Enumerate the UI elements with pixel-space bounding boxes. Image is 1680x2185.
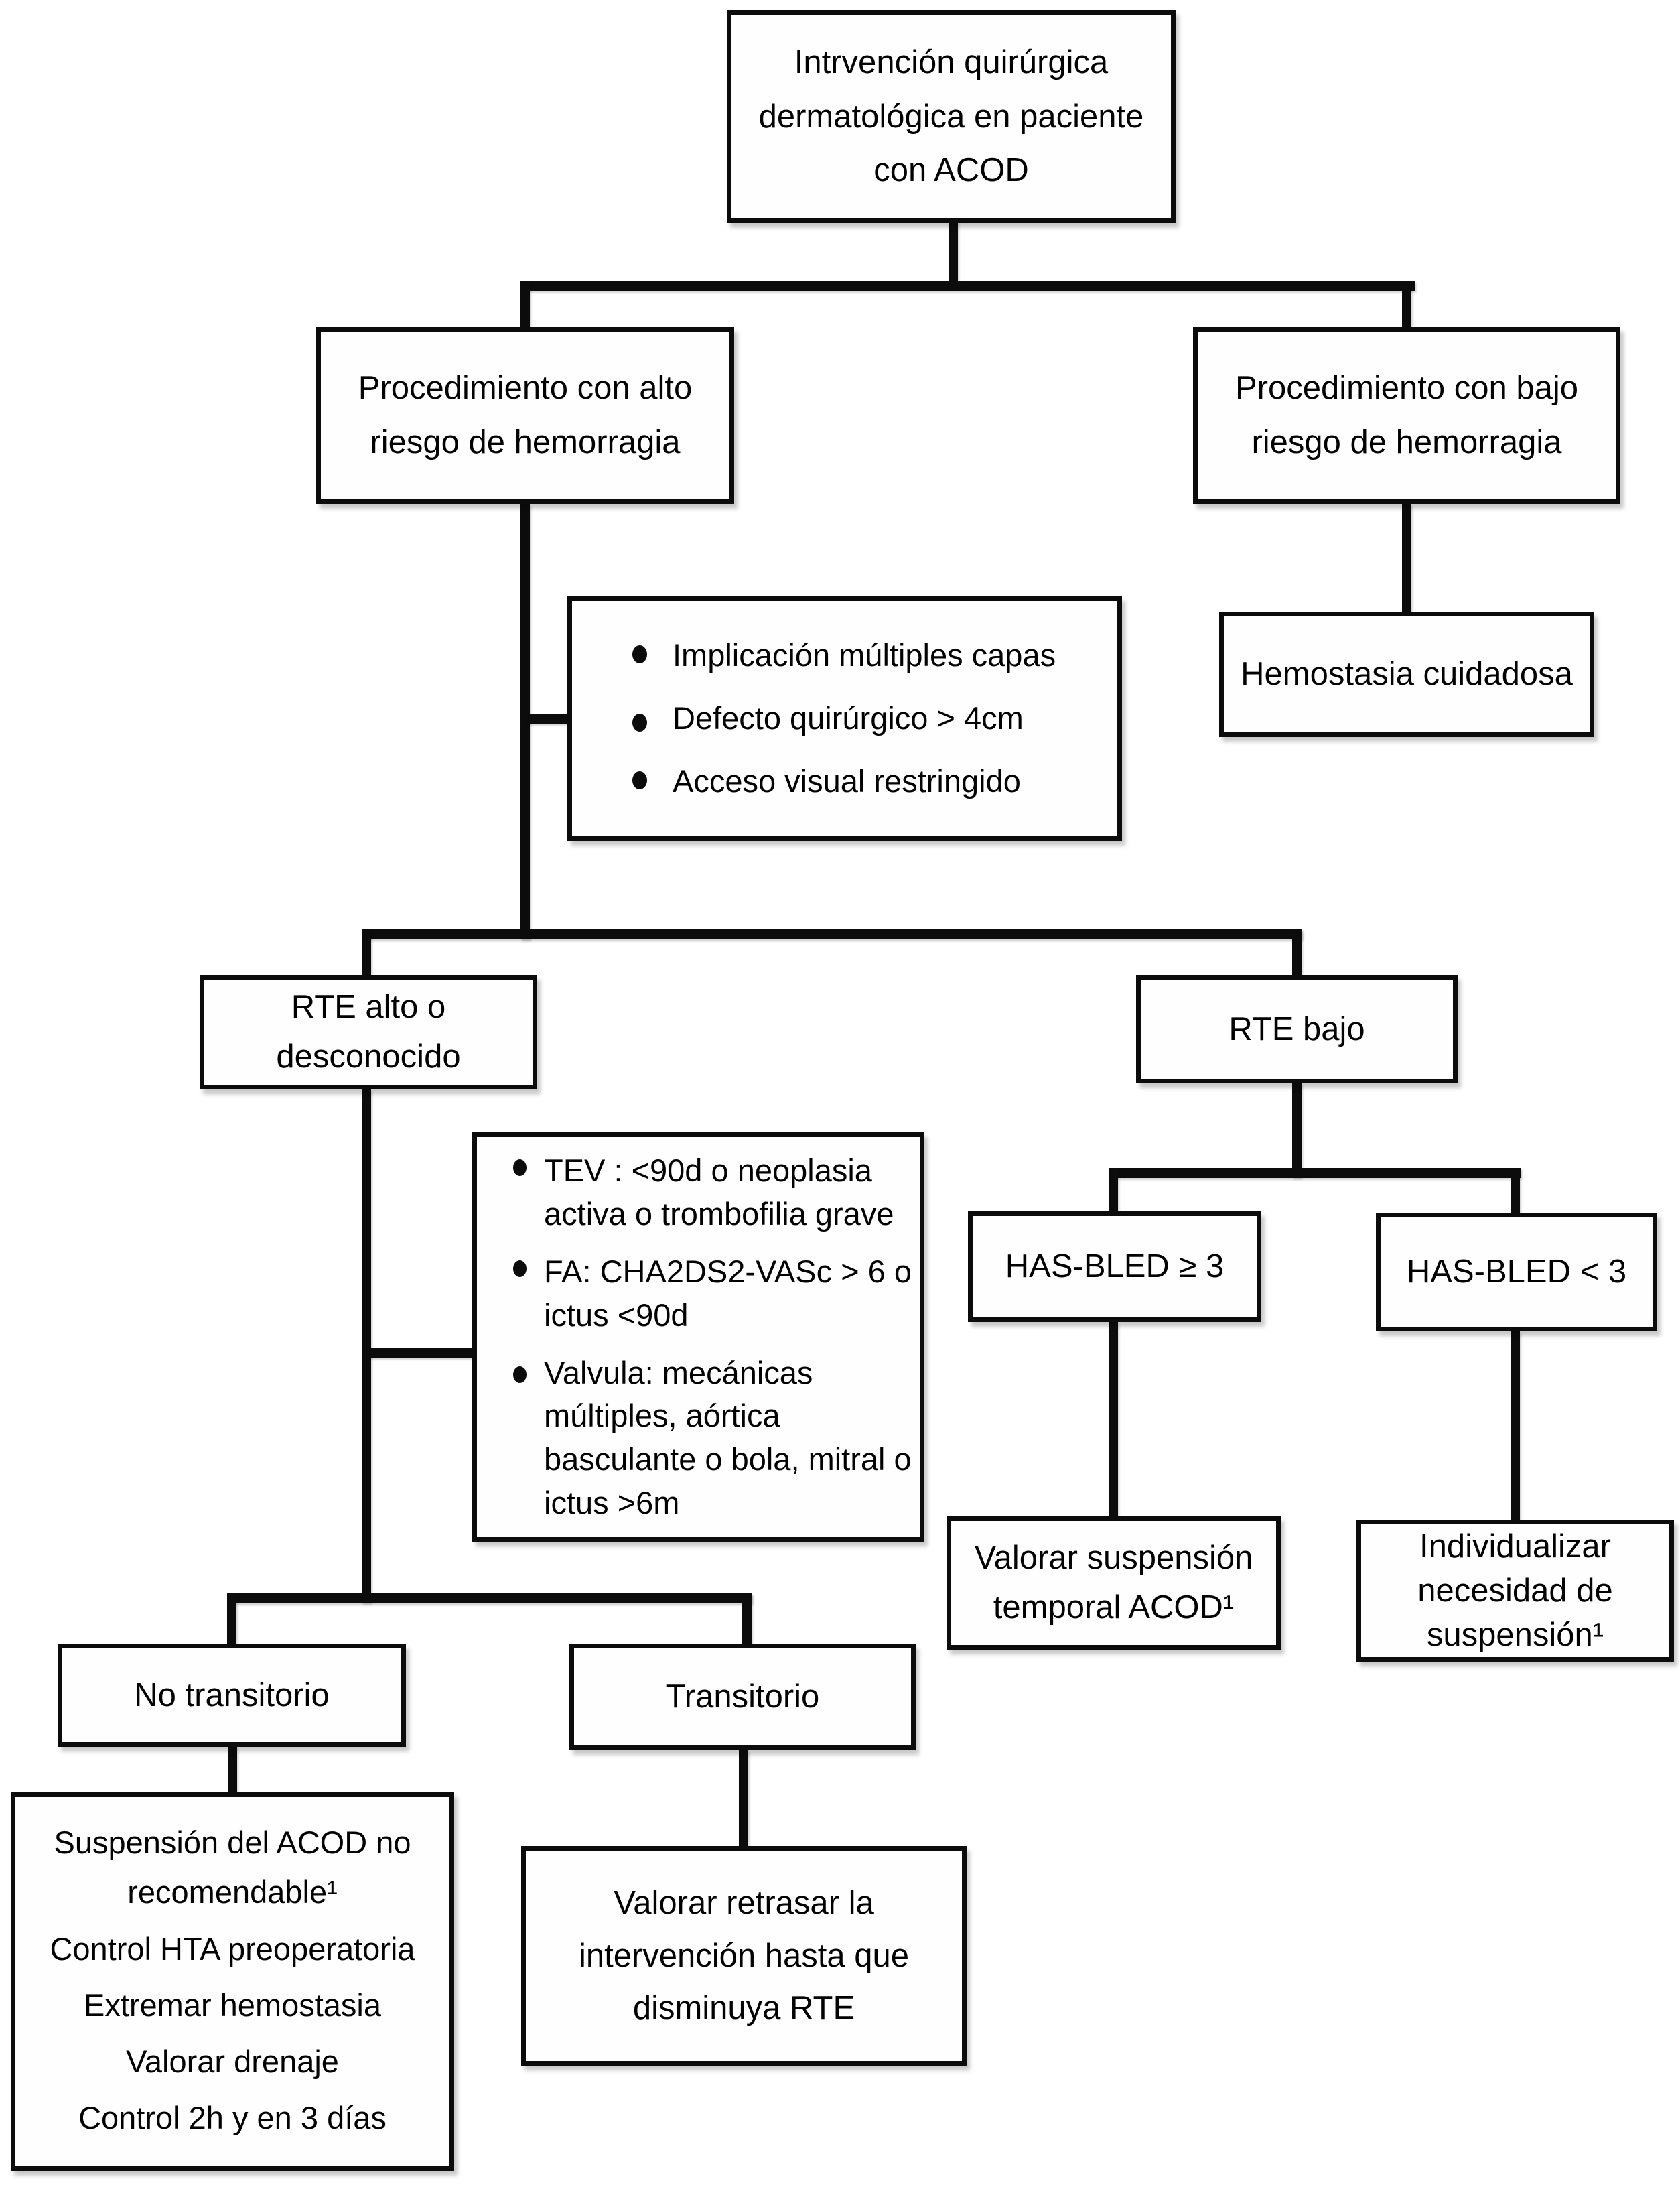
criteria-item: FA: CHA2DS2-VASc > 6 o ictus <90d bbox=[513, 1250, 914, 1337]
connector-stub-rte-criteria bbox=[366, 1348, 477, 1358]
node-rte-bajo-label: RTE bajo bbox=[1229, 1010, 1365, 1047]
node-hasbled-bajo: HAS-BLED < 3 bbox=[1376, 1213, 1657, 1331]
connector-split4-left-down bbox=[1109, 1168, 1118, 1216]
connector-split2-left-down bbox=[362, 929, 371, 980]
node-valorar-retrasar-label: Valorar retrasar la intervención hasta q… bbox=[578, 1885, 910, 2027]
connector-split1-horizontal bbox=[520, 281, 1415, 291]
node-individualizar: Individualizar necesidad de suspensión¹ bbox=[1356, 1520, 1674, 1662]
criteria-alto-riesgo: Implicación múltiples capas Defecto quir… bbox=[567, 596, 1122, 841]
node-hemostasia: Hemostasia cuidadosa bbox=[1219, 612, 1594, 737]
plan-item: Valorar drenaje bbox=[126, 2044, 339, 2079]
plan-item: Control HTA preoperatoria bbox=[50, 1930, 415, 1967]
plan-item: Extremar hemostasia bbox=[83, 1987, 382, 2023]
node-no-transitorio-label: No transitorio bbox=[134, 1676, 330, 1713]
node-rte-alto-label: RTE alto o desconocido bbox=[276, 989, 461, 1075]
node-plan-no-transitorio: Suspensión del ACOD no recomendable¹ Con… bbox=[11, 1792, 454, 2171]
node-individualizar-label: Individualizar necesidad de suspensión¹ bbox=[1417, 1528, 1613, 1654]
connector-bajo-to-hemostasia bbox=[1402, 504, 1411, 616]
node-root-label: Intrvención quirúrgica dermatológica en … bbox=[758, 44, 1144, 189]
bullet-icon bbox=[632, 645, 647, 664]
criteria-item-label: TEV : <90d o neoplasia activa o trombofi… bbox=[544, 1152, 894, 1232]
bullet-icon bbox=[513, 1260, 527, 1277]
criteria-item-label: Implicación múltiples capas bbox=[673, 637, 1056, 673]
connector-hasbled-alto-down bbox=[1109, 1322, 1118, 1520]
criteria-item: Implicación múltiples capas bbox=[632, 634, 1104, 677]
node-alto-riesgo: Procedimiento con alto riesgo de hemorra… bbox=[316, 327, 734, 504]
node-no-transitorio: No transitorio bbox=[58, 1644, 406, 1747]
connector-split1-right-down bbox=[1402, 281, 1411, 330]
node-bajo-riesgo-label: Procedimiento con bajo riesgo de hemorra… bbox=[1235, 370, 1579, 460]
connector-split3-left-down bbox=[227, 1593, 236, 1648]
connector-stub-alto-criteria bbox=[525, 714, 575, 724]
connector-root-down bbox=[949, 221, 958, 285]
node-transitorio: Transitorio bbox=[569, 1644, 916, 1750]
connector-split4-horizontal bbox=[1109, 1168, 1521, 1178]
bullet-icon bbox=[513, 1159, 527, 1177]
node-bajo-riesgo: Procedimiento con bajo riesgo de hemorra… bbox=[1193, 327, 1620, 504]
connector-split2-horizontal bbox=[362, 929, 1302, 939]
connector-rte-alto-long-down bbox=[362, 1089, 371, 1603]
criteria-alto-list: Implicación múltiples capas Defecto quir… bbox=[572, 614, 1117, 823]
plan-item: Control 2h y en 3 días bbox=[78, 2100, 387, 2136]
connector-rte-bajo-down bbox=[1292, 1083, 1302, 1177]
connector-split3-right-down bbox=[742, 1593, 752, 1648]
node-valorar-suspension-label: Valorar suspensión temporal ACOD¹ bbox=[974, 1540, 1253, 1626]
criteria-item: Defecto quirúrgico > 4cm bbox=[632, 697, 1104, 740]
connector-split2-right-down bbox=[1292, 929, 1302, 980]
criteria-item: TEV : <90d o neoplasia activa o trombofi… bbox=[513, 1149, 914, 1236]
node-alto-riesgo-label: Procedimiento con alto riesgo de hemorra… bbox=[358, 370, 693, 460]
connector-no-transitorio-down bbox=[228, 1747, 237, 1797]
node-valorar-retrasar: Valorar retrasar la intervención hasta q… bbox=[521, 1846, 967, 2066]
connector-split4-right-down bbox=[1511, 1168, 1520, 1217]
plan-item: Suspensión del ACOD no recomendable¹ bbox=[54, 1825, 411, 1910]
node-hemostasia-label: Hemostasia cuidadosa bbox=[1241, 656, 1573, 693]
criteria-item: Valvula: mecánicas múltiples, aórtica ba… bbox=[513, 1351, 914, 1525]
node-transitorio-label: Transitorio bbox=[665, 1678, 820, 1715]
node-root: Intrvención quirúrgica dermatológica en … bbox=[727, 10, 1176, 223]
criteria-rte-alto: TEV : <90d o neoplasia activa o trombofi… bbox=[472, 1132, 924, 1542]
bullet-icon bbox=[632, 771, 647, 789]
criteria-item-label: Defecto quirúrgico > 4cm bbox=[673, 700, 1024, 736]
bullet-icon bbox=[632, 714, 647, 732]
connector-transitorio-down bbox=[739, 1750, 748, 1851]
node-valorar-suspension: Valorar suspensión temporal ACOD¹ bbox=[947, 1516, 1281, 1650]
criteria-rte-list: TEV : <90d o neoplasia activa o trombofi… bbox=[477, 1135, 920, 1539]
criteria-item-label: Valvula: mecánicas múltiples, aórtica ba… bbox=[544, 1354, 912, 1521]
node-hasbled-bajo-label: HAS-BLED < 3 bbox=[1406, 1254, 1627, 1290]
node-hasbled-alto-label: HAS-BLED ≥ 3 bbox=[1005, 1248, 1224, 1285]
bullet-icon bbox=[513, 1366, 527, 1383]
criteria-item: Acceso visual restringido bbox=[632, 760, 1104, 803]
node-rte-bajo: RTE bajo bbox=[1136, 975, 1458, 1083]
node-hasbled-alto: HAS-BLED ≥ 3 bbox=[968, 1211, 1261, 1322]
node-rte-alto: RTE alto o desconocido bbox=[200, 975, 537, 1089]
criteria-item-label: FA: CHA2DS2-VASc > 6 o ictus <90d bbox=[544, 1253, 912, 1333]
connector-hasbled-bajo-down bbox=[1511, 1331, 1520, 1524]
connector-split3-horizontal bbox=[227, 1593, 752, 1603]
criteria-item-label: Acceso visual restringido bbox=[673, 763, 1021, 799]
connector-split1-left-down bbox=[520, 281, 530, 330]
